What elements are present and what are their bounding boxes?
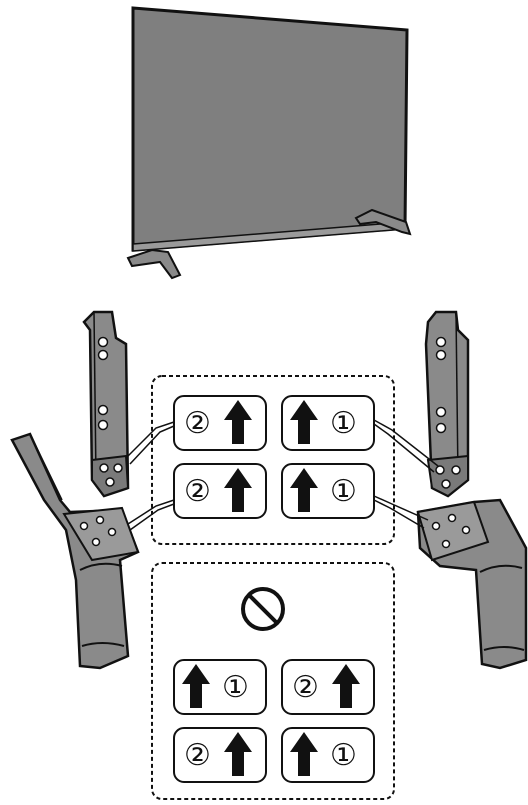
correct-orientation-box: ② ① ② ① <box>152 376 394 544</box>
wrong-orientation-box: ① ② ② ① <box>152 563 394 799</box>
label-number: ② <box>184 474 211 509</box>
label-number: ① <box>222 670 249 705</box>
label-correct-r1-right: ① <box>282 396 374 450</box>
label-wrong-r1-left: ① <box>174 660 266 714</box>
tv-illustration <box>128 8 410 278</box>
label-number: ② <box>184 406 211 441</box>
label-number: ② <box>184 738 211 773</box>
tv-foot-left <box>128 250 180 278</box>
label-number: ① <box>330 738 357 773</box>
label-correct-r2-right: ① <box>282 464 374 518</box>
label-number: ② <box>292 670 319 705</box>
label-number: ① <box>330 474 357 509</box>
label-wrong-r2-right: ① <box>282 728 374 782</box>
label-wrong-r1-right: ② <box>282 660 374 714</box>
prohibited-icon <box>243 589 283 629</box>
right-stand-illustration <box>418 312 526 668</box>
label-correct-r2-left: ② <box>174 464 266 518</box>
left-stand-illustration <box>12 312 138 668</box>
label-number: ① <box>330 406 357 441</box>
label-wrong-r2-left: ② <box>174 728 266 782</box>
label-correct-r1-left: ② <box>174 396 266 450</box>
